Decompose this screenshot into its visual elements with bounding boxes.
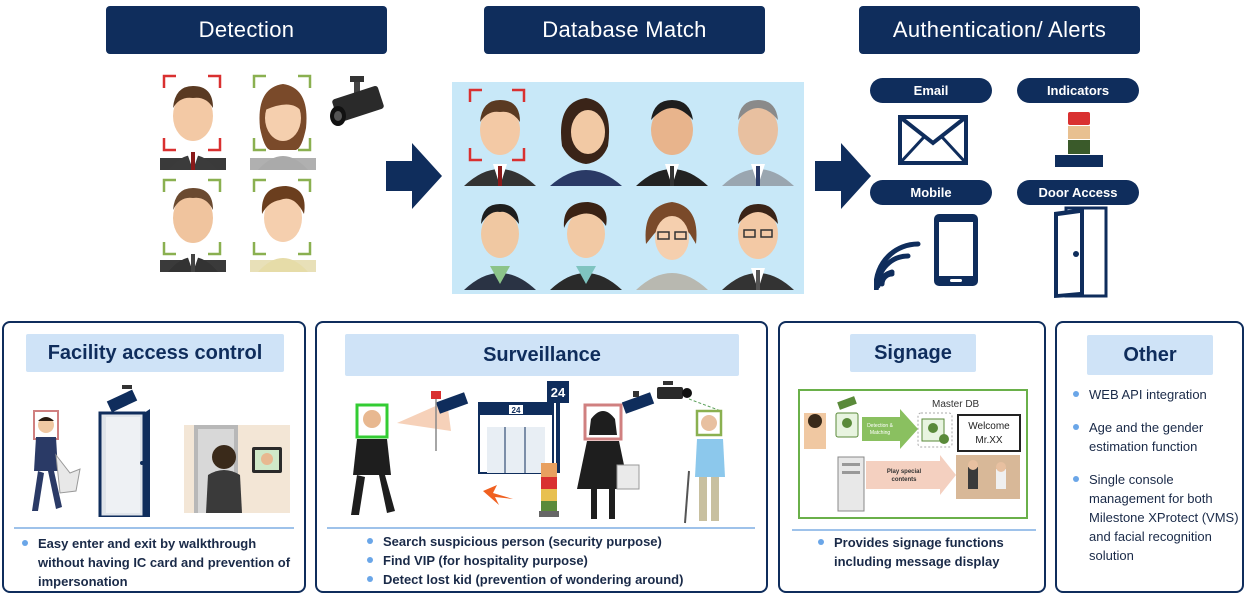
walking-person bbox=[32, 410, 81, 511]
arrow-right-icon bbox=[386, 143, 442, 209]
signage-panel: Signage Detection & Matching Master DB W… bbox=[778, 321, 1046, 593]
surveillance-bullet-2: Find VIP (for hospitality purpose) bbox=[363, 551, 763, 570]
door-scan-scene bbox=[184, 425, 290, 513]
mobile-signal-icon bbox=[874, 214, 978, 290]
detected-face-2 bbox=[250, 84, 316, 170]
facility-bullets: Easy enter and exit by walkthrough witho… bbox=[18, 534, 300, 591]
red-frame-1 bbox=[162, 74, 222, 152]
surveillance-separator bbox=[327, 527, 755, 529]
envelope-icon bbox=[898, 115, 968, 165]
camera-icon-6 bbox=[837, 396, 857, 410]
svg-text:Matching: Matching bbox=[870, 430, 891, 436]
database-match-header: Database Match bbox=[484, 6, 765, 54]
mother-figure bbox=[577, 403, 640, 519]
surveillance-illustration: 24 24 bbox=[351, 381, 725, 524]
database-faces bbox=[464, 88, 794, 290]
master-db-label: Master DB bbox=[932, 399, 980, 410]
camera-icon-3 bbox=[431, 391, 469, 451]
other-bullet-2: Age and the gender estimation function bbox=[1069, 418, 1241, 456]
gate-door bbox=[98, 409, 150, 517]
db-face-7 bbox=[636, 202, 708, 290]
auth-alerts-header: Authentication/ Alerts bbox=[859, 6, 1140, 54]
detected-face-3 bbox=[160, 188, 226, 272]
svg-text:Play special: Play special bbox=[887, 469, 922, 475]
other-panel: Other WEB API integration Age and the ge… bbox=[1055, 321, 1244, 593]
elderly-man bbox=[684, 409, 725, 524]
svg-text:Detection &: Detection & bbox=[867, 423, 894, 429]
signage-illustration: Detection & Matching Master DB Welcome M… bbox=[804, 396, 1021, 512]
facility-separator bbox=[14, 527, 294, 529]
facility-illustration bbox=[32, 385, 290, 517]
suspicious-person bbox=[351, 403, 395, 515]
facility-bullet-1: Easy enter and exit by walkthrough witho… bbox=[18, 534, 300, 591]
store-number: 24 bbox=[512, 406, 521, 415]
db-face-5 bbox=[464, 204, 536, 290]
camera-icon-5 bbox=[657, 381, 692, 399]
mobile-pill: Mobile bbox=[870, 180, 992, 205]
surveillance-bullet-1: Search suspicious person (security purpo… bbox=[363, 532, 763, 551]
signage-diagram: Detection & Matching Master DB Welcome M… bbox=[798, 389, 1028, 519]
db-face-1 bbox=[464, 100, 536, 186]
play-arrow bbox=[866, 455, 956, 495]
database-panel bbox=[452, 82, 804, 294]
indicator-light-icon bbox=[1055, 112, 1103, 167]
db-match-frame bbox=[468, 88, 526, 162]
indicator-tower bbox=[539, 463, 559, 517]
svg-text:Welcome: Welcome bbox=[968, 421, 1010, 432]
surveillance-bullets: Search suspicious person (security purpo… bbox=[363, 532, 763, 589]
hotel-scene bbox=[956, 455, 1020, 499]
signage-bullet-1: Provides signage functions including mes… bbox=[814, 533, 1044, 571]
camera-icon-2 bbox=[106, 385, 138, 413]
sign-number: 24 bbox=[551, 385, 566, 400]
other-bullet-1: WEB API integration bbox=[1069, 385, 1241, 404]
db-face-4 bbox=[722, 100, 794, 186]
door-access-pill: Door Access bbox=[1017, 180, 1139, 205]
signage-separator bbox=[792, 529, 1036, 531]
email-pill: Email bbox=[870, 78, 992, 103]
detected-face-1 bbox=[160, 86, 226, 170]
db-face-8 bbox=[722, 204, 794, 290]
alert-spark bbox=[483, 485, 513, 505]
signage-title: Signage bbox=[850, 334, 976, 372]
surveillance-title: Surveillance bbox=[345, 334, 739, 376]
db-face-2 bbox=[550, 98, 622, 186]
facility-title: Facility access control bbox=[26, 334, 284, 372]
surveillance-panel: Surveillance 24 24 bbox=[315, 321, 768, 593]
door-icon bbox=[1054, 206, 1108, 298]
svg-text:contents: contents bbox=[891, 477, 917, 483]
db-face-3 bbox=[636, 100, 708, 186]
store-sign: 24 bbox=[547, 381, 569, 473]
matching-arrow bbox=[862, 409, 918, 449]
other-title: Other bbox=[1087, 335, 1213, 375]
convenience-store: 24 bbox=[478, 402, 554, 474]
detection-faces-illustration bbox=[160, 74, 384, 272]
detection-header: Detection bbox=[106, 6, 387, 54]
db-face-6 bbox=[550, 202, 622, 290]
detected-face-4 bbox=[250, 186, 316, 272]
camera-icon-4 bbox=[621, 391, 655, 414]
other-bullets: WEB API integration Age and the gender e… bbox=[1069, 385, 1241, 565]
svg-text:Mr.XX: Mr.XX bbox=[975, 435, 1003, 446]
indicators-pill: Indicators bbox=[1017, 78, 1139, 103]
camera-view-cone bbox=[397, 401, 451, 431]
arrow-right-icon-2 bbox=[815, 143, 871, 209]
facility-panel: Facility access control bbox=[2, 321, 306, 593]
camera-icon bbox=[330, 76, 384, 126]
surveillance-bullet-3: Detect lost kid (prevention of wondering… bbox=[363, 570, 763, 589]
camera-view-line bbox=[688, 398, 722, 412]
other-bullet-3: Single console management for both Miles… bbox=[1069, 470, 1241, 565]
signage-bullets: Provides signage functions including mes… bbox=[814, 533, 1044, 571]
